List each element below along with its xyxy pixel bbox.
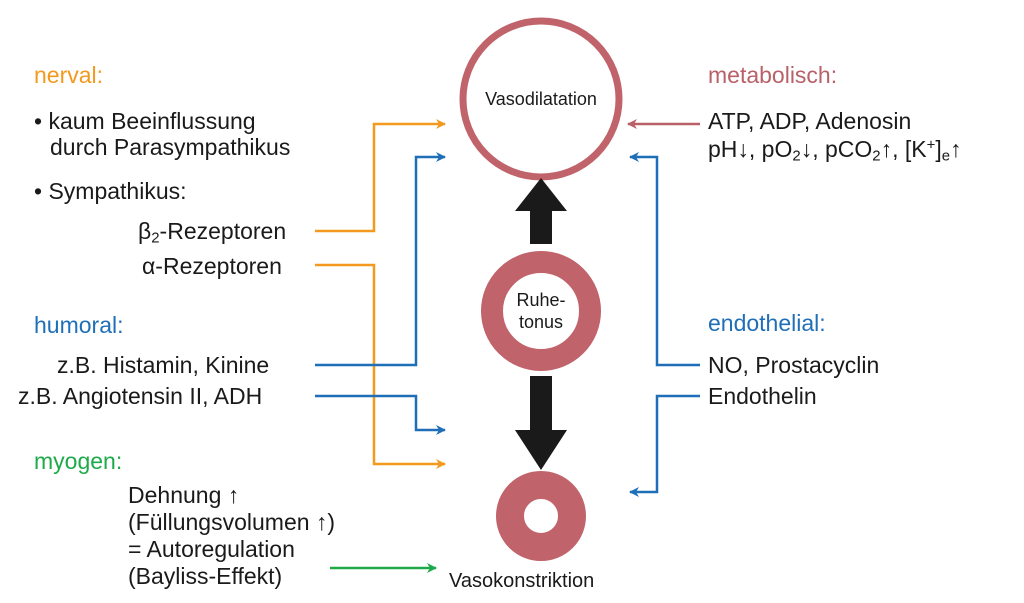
- nerval-bullet1-line1: • kaum Beeinflussung: [34, 108, 256, 134]
- myogen-line2: (Füllungsvolumen ↑): [128, 509, 336, 535]
- beta-symbol: β: [138, 218, 152, 244]
- myogen-line4: (Bayliss-Effekt): [128, 563, 283, 589]
- ruhetonus-label-line2: tonus: [518, 312, 564, 332]
- vasodilatation-label: Vasodilatation: [485, 89, 597, 109]
- metabolisch-heading: metabolisch:: [708, 62, 838, 88]
- vasokonstriktion-ring: [496, 471, 586, 561]
- pco2-text: ↓, pCO: [800, 136, 873, 162]
- extracellular-subscript: e: [941, 147, 951, 165]
- metabolisch-line2: pH↓, pO2↓, pCO2↑, [K+]e↑: [708, 136, 962, 165]
- endothelial-heading: endothelial:: [708, 310, 826, 336]
- alpha-rezeptoren-label: α-Rezeptoren: [142, 253, 282, 279]
- co2-subscript: 2: [872, 147, 881, 165]
- no-arrow: [629, 152, 700, 367]
- beta-suffix: -Rezeptoren: [159, 218, 287, 244]
- beta-subscript: 2: [151, 229, 160, 247]
- humoral-heading: humoral:: [34, 312, 124, 338]
- metabolisch-line1: ATP, ADP, Adenosin: [708, 108, 912, 134]
- myogen-line1: Dehnung ↑: [128, 482, 240, 508]
- endothelial-line2: Endothelin: [708, 383, 817, 409]
- ph-po2-text: pH↓, pO: [708, 136, 793, 162]
- o2-subscript: 2: [792, 147, 801, 165]
- humoral-line1: z.B. Histamin, Kinine: [57, 352, 270, 378]
- vasodilatation-circle: [459, 17, 623, 181]
- ruhetonus-label-line1: Ruhe-: [516, 290, 566, 310]
- arrow-up-to-dilatation: [515, 178, 567, 244]
- myogen-heading: myogen:: [34, 448, 123, 474]
- endothelial-line1: NO, Prostacyclin: [708, 352, 880, 378]
- beta2-arrow: [315, 119, 446, 233]
- endothelin-arrow: [629, 394, 700, 497]
- kalium-bracket: ]: [935, 136, 942, 162]
- kalium-charge: +: [926, 136, 936, 154]
- humoral-line2: z.B. Angiotensin II, ADH: [18, 383, 263, 409]
- nerval-bullet2: • Sympathikus:: [34, 178, 187, 204]
- angiotensin-arrow: [315, 394, 446, 435]
- myogen-line3: = Autoregulation: [128, 536, 295, 562]
- vasokonstriktion-label: Vasokonstriktion: [449, 570, 595, 592]
- histamin-arrow: [315, 152, 446, 367]
- nerval-heading: nerval:: [34, 62, 104, 88]
- ruhetonus-ring: [481, 251, 601, 371]
- beta2-rezeptoren-label: β2-Rezeptoren: [138, 218, 287, 247]
- kalium-arrow: ↑: [950, 136, 962, 162]
- nerval-bullet1-line2: durch Parasympathikus: [50, 134, 291, 160]
- kalium-text: ↑, [K: [880, 136, 927, 162]
- arrow-down-to-konstriktion: [515, 376, 567, 470]
